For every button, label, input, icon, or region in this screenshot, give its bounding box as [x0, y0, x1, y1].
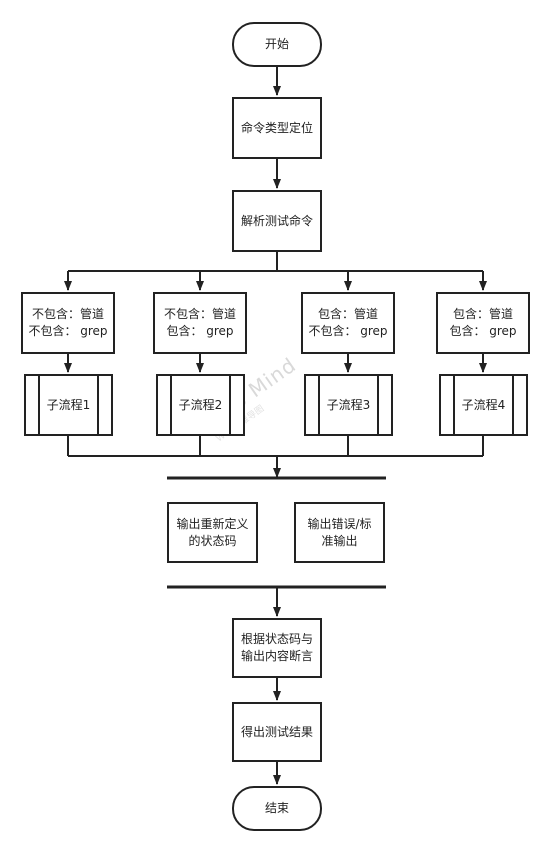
output-status-code-line-1: 输出重新定义	[176, 516, 249, 531]
subprocess-node-1[interactable]: 子流程1	[24, 374, 113, 436]
subprocess-node-4[interactable]: 子流程4	[439, 374, 528, 436]
parse-command-node[interactable]: 解析测试命令	[232, 190, 322, 252]
subprocess-3-label: 子流程3	[326, 397, 371, 412]
assert-node[interactable]: 根据状态码与 输出内容断言	[232, 618, 322, 678]
condition-3-line-2: 不包含： grep	[308, 324, 388, 338]
condition-2-line-1: 不包含：管道	[163, 307, 236, 321]
subprocess-2-left-bar	[170, 374, 172, 436]
output-stderr-line-2: 准输出	[321, 533, 358, 548]
end-node[interactable]: 结束	[232, 786, 322, 831]
output-status-code-node[interactable]: 输出重新定义 的状态码	[167, 502, 258, 563]
condition-4-line-2: 包含： grep	[449, 324, 517, 338]
subprocess-4-left-bar	[453, 374, 455, 436]
subprocess-3-left-bar	[318, 374, 320, 436]
output-stderr-line-1: 输出错误/标	[307, 516, 372, 531]
condition-4-line-1: 包含：管道	[452, 307, 513, 321]
subprocess-3-right-bar	[377, 374, 379, 436]
output-stderr-stdout-node[interactable]: 输出错误/标 准输出	[294, 502, 385, 563]
output-status-code-line-2: 的状态码	[188, 533, 237, 548]
condition-node-1[interactable]: 不包含：管道 不包含： grep	[21, 292, 115, 354]
condition-node-3[interactable]: 包含：管道 不包含： grep	[301, 292, 395, 354]
parse-label: 解析测试命令	[240, 213, 313, 228]
test-result-label: 得出测试结果	[240, 724, 313, 739]
condition-2-line-2: 包含： grep	[166, 324, 234, 338]
assert-line-1: 根据状态码与	[240, 632, 313, 646]
condition-node-2[interactable]: 不包含：管道 包含： grep	[153, 292, 247, 354]
subprocess-4-right-bar	[512, 374, 514, 436]
subprocess-2-right-bar	[229, 374, 231, 436]
condition-3-line-1: 包含：管道	[317, 307, 378, 321]
locate-label: 命令类型定位	[240, 120, 313, 135]
subprocess-node-2[interactable]: 子流程2	[156, 374, 245, 436]
locate-command-type-node[interactable]: 命令类型定位	[232, 97, 322, 159]
test-result-node[interactable]: 得出测试结果	[232, 702, 322, 762]
subprocess-1-right-bar	[97, 374, 99, 436]
assert-line-2: 输出内容断言	[240, 649, 313, 663]
start-label: 开始	[264, 37, 289, 51]
subprocess-node-3[interactable]: 子流程3	[304, 374, 393, 436]
subprocess-2-label: 子流程2	[178, 397, 223, 412]
subprocess-1-label: 子流程1	[46, 397, 91, 412]
condition-1-line-2: 不包含： grep	[28, 324, 108, 338]
subprocess-4-label: 子流程4	[461, 397, 506, 412]
subprocess-1-left-bar	[38, 374, 40, 436]
end-label: 结束	[264, 801, 289, 815]
condition-node-4[interactable]: 包含：管道 包含： grep	[436, 292, 530, 354]
condition-1-line-1: 不包含：管道	[31, 307, 104, 321]
start-node[interactable]: 开始	[232, 22, 322, 67]
